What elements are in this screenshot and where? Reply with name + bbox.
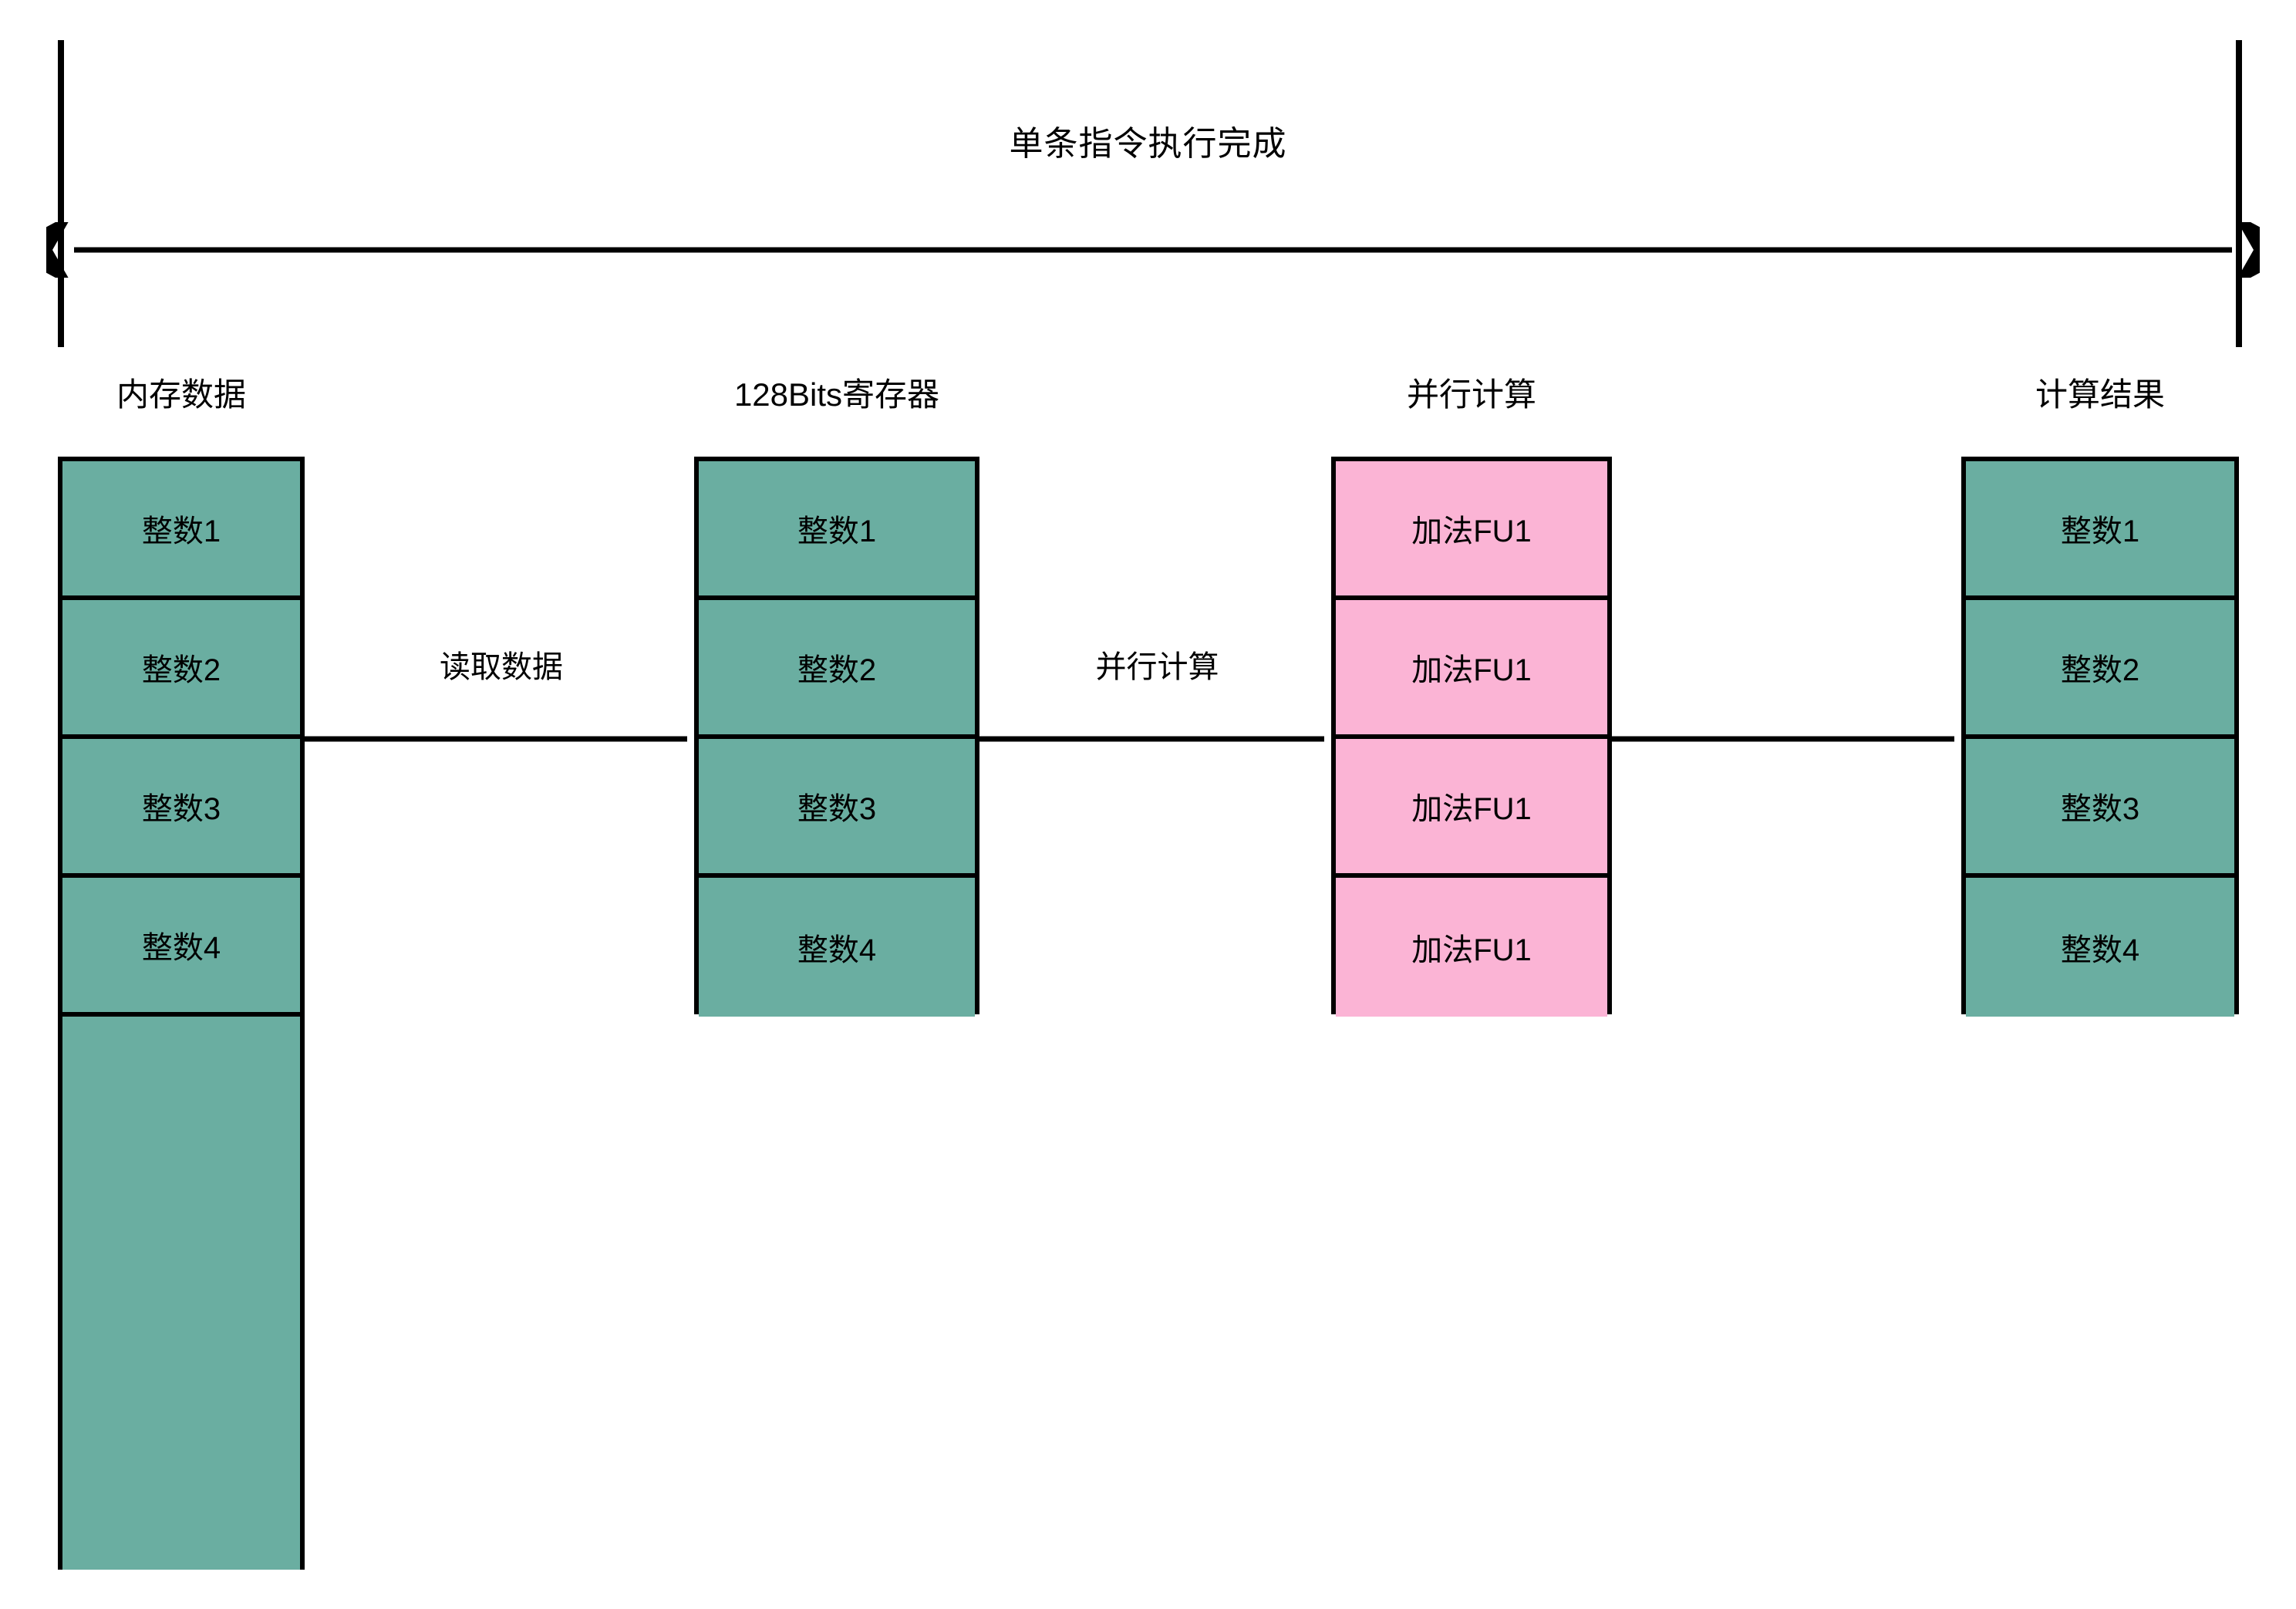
list-item-empty bbox=[62, 1017, 300, 1570]
list-item: 整数4 bbox=[1966, 878, 2234, 1017]
parallel-compute-stack: 加法FU1 加法FU1 加法FU1 加法FU1 bbox=[1331, 457, 1612, 1017]
list-item: 整数1 bbox=[1966, 461, 2234, 600]
flow-label-parallel-compute: 并行计算 bbox=[1095, 650, 1219, 684]
list-item: 整数4 bbox=[699, 878, 975, 1017]
register-stack: 整数1 整数2 整数3 整数4 bbox=[694, 457, 979, 1017]
list-item: 整数3 bbox=[699, 739, 975, 878]
list-item: 整数2 bbox=[1966, 600, 2234, 739]
timeline-left-tick bbox=[58, 40, 64, 347]
right-arrow-icon bbox=[979, 716, 1335, 762]
list-item: 整数1 bbox=[699, 461, 975, 600]
flow-label-read-data: 读取数据 bbox=[440, 650, 563, 684]
result-stack: 整数1 整数2 整数3 整数4 bbox=[1961, 457, 2239, 1017]
timeline-title: 单条指令执行完成 bbox=[1009, 125, 1287, 163]
list-item: 加法FU1 bbox=[1336, 739, 1607, 878]
memory-data-stack: 整数1 整数2 整数3 整数4 bbox=[58, 457, 305, 1570]
list-item: 加法FU1 bbox=[1336, 878, 1607, 1017]
list-item: 整数2 bbox=[62, 600, 300, 739]
list-item: 整数3 bbox=[1966, 739, 2234, 878]
timeline-right-tick bbox=[2236, 40, 2242, 347]
right-arrow-icon bbox=[1612, 716, 1965, 762]
list-item: 整数4 bbox=[62, 878, 300, 1017]
column-header-register: 128Bits寄存器 bbox=[733, 376, 940, 413]
list-item: 整数2 bbox=[699, 600, 975, 739]
column-header-result: 计算结果 bbox=[2035, 376, 2165, 413]
list-item: 加法FU1 bbox=[1336, 461, 1607, 600]
double-headed-arrow-icon bbox=[46, 222, 2260, 278]
column-header-memory: 内存数据 bbox=[116, 376, 246, 413]
column-header-parallel-compute: 并行计算 bbox=[1406, 376, 1536, 413]
list-item: 整数3 bbox=[62, 739, 300, 878]
right-arrow-icon bbox=[305, 716, 698, 762]
list-item: 整数1 bbox=[62, 461, 300, 600]
list-item: 加法FU1 bbox=[1336, 600, 1607, 739]
